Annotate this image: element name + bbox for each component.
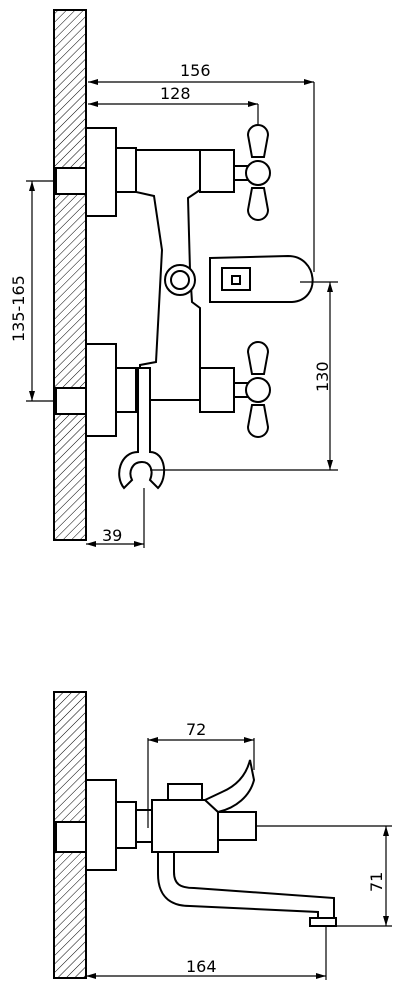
- dim-holder-offset: 39: [102, 526, 122, 545]
- flange-upper: [85, 127, 117, 217]
- nut-side: [115, 801, 137, 849]
- dim-handle-width: 128: [160, 84, 191, 103]
- spout-side: [157, 851, 335, 919]
- diverter-knob-inner: [170, 270, 190, 290]
- spout-outlet-side: [309, 917, 337, 927]
- dim-body-width: 72: [186, 720, 206, 739]
- dim-overall-depth: 164: [186, 957, 217, 976]
- wall-connector-side: [55, 821, 87, 853]
- valve-head-lower: [199, 367, 235, 413]
- valve-cap-side: [167, 783, 203, 801]
- flange-side: [85, 779, 117, 871]
- connector-side: [135, 809, 153, 843]
- flange-lower: [85, 343, 117, 437]
- nut-lower: [115, 367, 137, 413]
- wall-connector-upper: [55, 167, 87, 195]
- cross-handle-lower: [233, 341, 271, 438]
- wall-hatch-top: [53, 9, 87, 541]
- side-view: 72 71 164: [53, 691, 392, 980]
- front-view: 156 128 135-165 130 39: [9, 9, 338, 548]
- wall-connector-lower: [55, 387, 87, 415]
- dim-handle-drop: 130: [313, 361, 332, 392]
- lever-side: [203, 759, 256, 814]
- dim-center-spacing: 135-165: [9, 275, 28, 342]
- cross-handle-upper: [233, 124, 271, 221]
- stem-side: [217, 811, 257, 841]
- valve-body-side: [151, 799, 219, 853]
- shower-holder: [118, 367, 166, 490]
- valve-head-upper: [199, 149, 235, 193]
- dim-spout-height: 71: [367, 872, 386, 892]
- spout-nozzle: [231, 275, 241, 285]
- nut-upper: [115, 147, 137, 193]
- dim-overall-width: 156: [180, 61, 211, 80]
